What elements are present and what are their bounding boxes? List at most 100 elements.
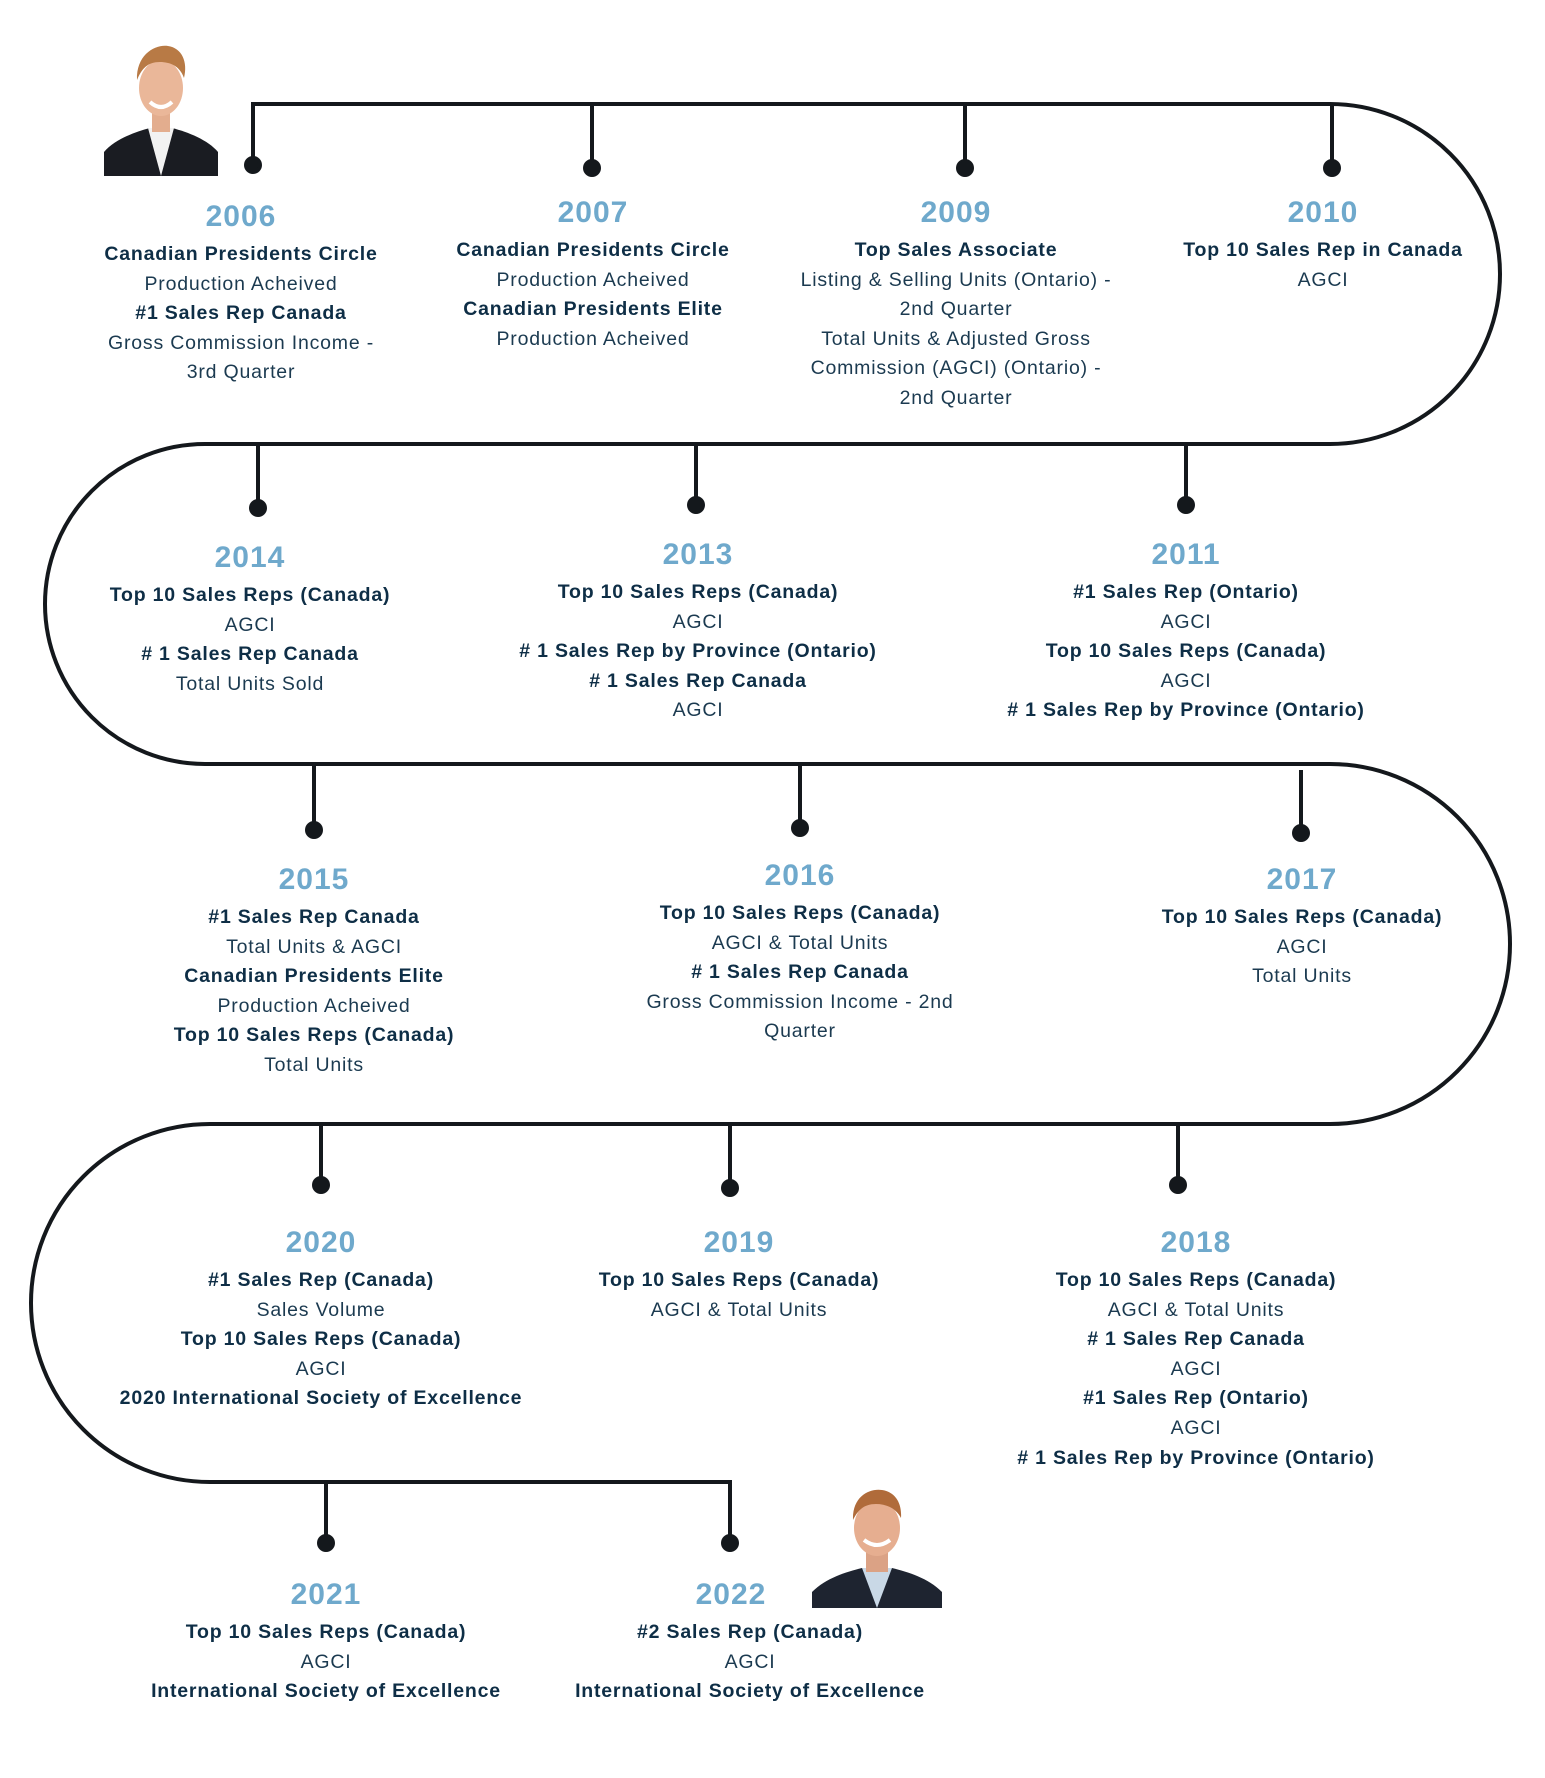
- achievement-line: Top 10 Sales Reps (Canada): [180, 1328, 462, 1351]
- achievement-line: # 1 Sales Rep by Province (Ontario): [519, 640, 877, 663]
- achievement-line: Production Acheived: [496, 327, 690, 350]
- achievement-line: # 1 Sales Rep Canada: [589, 669, 807, 692]
- achievement-line: Top 10 Sales Reps (Canada): [1055, 1269, 1337, 1291]
- achievement-line: Total Units & AGCI: [226, 935, 402, 958]
- achievement-line: Top 10 Sales Reps (Canada): [109, 584, 391, 606]
- achievement-line: Total Units Sold: [175, 672, 325, 695]
- milestone-2020: 2020 #1 Sales Rep (Canada) Sales Volume …: [101, 1226, 541, 1414]
- achievement-line: # 1 Sales Rep Canada: [1087, 1328, 1305, 1351]
- achievement-line: 2020 International Society of Excellence: [119, 1387, 523, 1410]
- agent-photo-recent: [812, 1484, 942, 1608]
- achievement-line: Top 10 Sales Reps (Canada): [557, 581, 839, 603]
- timeline-track: [29, 102, 1512, 1540]
- year-label: 2014: [214, 541, 286, 574]
- achievement-line: 2nd Quarter: [899, 386, 1013, 409]
- achievement-line: #2 Sales Rep (Canada): [637, 1621, 863, 1643]
- year-label: 2010: [1287, 196, 1359, 229]
- year-label: 2017: [1266, 863, 1338, 896]
- achievement-line: #1 Sales Rep (Ontario): [1083, 1387, 1309, 1410]
- achievement-line: AGCI & Total Units: [650, 1298, 828, 1321]
- milestone-2015: 2015 #1 Sales Rep Canada Total Units & A…: [94, 863, 534, 1081]
- agent-photo-young-icon: [104, 40, 218, 176]
- milestone-2019: 2019 Top 10 Sales Reps (Canada) AGCI & T…: [519, 1226, 959, 1325]
- achievement-line: Total Units: [1252, 965, 1352, 988]
- achievement-line: Top 10 Sales Reps (Canada): [1161, 906, 1443, 928]
- milestone-2018: 2018 Top 10 Sales Reps (Canada) AGCI & T…: [976, 1226, 1416, 1473]
- year-label: 2006: [205, 200, 277, 233]
- achievement-line: International Society of Excellence: [151, 1680, 501, 1703]
- agent-photo-young: [104, 40, 218, 176]
- achievement-line: # 1 Sales Rep by Province (Ontario): [1007, 699, 1365, 722]
- achievement-line: AGCI: [1160, 610, 1212, 633]
- achievement-line: 3rd Quarter: [186, 361, 296, 384]
- achievement-line: AGCI: [1170, 1416, 1222, 1439]
- milestone-2007: 2007 Canadian Presidents Circle Producti…: [373, 196, 813, 354]
- achievement-line: 2nd Quarter: [899, 298, 1013, 321]
- achievement-line: Sales Volume: [256, 1298, 386, 1321]
- achievement-line: # 1 Sales Rep by Province (Ontario): [1017, 1446, 1375, 1469]
- achievement-line: Commission (AGCI) (Ontario) -: [810, 357, 1102, 380]
- achievement-line: Canadian Presidents Elite: [184, 965, 444, 988]
- milestone-2021: 2021 Top 10 Sales Reps (Canada) AGCI Int…: [106, 1578, 546, 1707]
- milestone-2016: 2016 Top 10 Sales Reps (Canada) AGCI & T…: [580, 859, 1020, 1047]
- year-label: 2009: [920, 196, 992, 229]
- year-label: 2007: [557, 196, 629, 229]
- achievement-line: AGCI: [224, 613, 276, 636]
- year-label: 2021: [290, 1578, 362, 1611]
- achievement-line: AGCI: [672, 699, 724, 722]
- year-label: 2020: [285, 1226, 357, 1259]
- milestone-2017: 2017 Top 10 Sales Reps (Canada) AGCI Tot…: [1082, 863, 1522, 992]
- year-label: 2011: [1151, 538, 1221, 571]
- achievement-line: Production Acheived: [496, 268, 690, 291]
- milestone-2010: 2010 Top 10 Sales Rep in Canada AGCI: [1103, 196, 1543, 295]
- achievement-line: Top 10 Sales Reps (Canada): [598, 1269, 880, 1291]
- achievement-line: # 1 Sales Rep Canada: [691, 961, 909, 984]
- achievement-line: Gross Commission Income - 2nd: [646, 990, 954, 1013]
- agent-photo-recent-icon: [812, 1484, 942, 1608]
- achievement-line: Listing & Selling Units (Ontario) -: [800, 268, 1112, 291]
- achievement-line: #1 Sales Rep Canada: [135, 302, 347, 325]
- milestone-2014: 2014 Top 10 Sales Reps (Canada) AGCI # 1…: [30, 541, 470, 699]
- timeline-stems: [244, 104, 1341, 1552]
- achievement-line: #1 Sales Rep (Canada): [208, 1269, 434, 1291]
- achievement-line: International Society of Excellence: [575, 1680, 925, 1703]
- achievement-line: Total Units: [264, 1053, 364, 1076]
- achievement-line: Canadian Presidents Circle: [104, 243, 378, 265]
- year-label: 2016: [764, 859, 836, 892]
- achievement-line: AGCI: [1160, 669, 1212, 692]
- achievement-line: AGCI: [1170, 1357, 1222, 1380]
- achievement-line: AGCI & Total Units: [711, 931, 889, 954]
- achievement-line: AGCI: [672, 610, 724, 633]
- milestone-2011: 2011 #1 Sales Rep (Ontario) AGCI Top 10 …: [966, 538, 1406, 726]
- achievement-line: Quarter: [764, 1020, 836, 1043]
- achievement-line: #1 Sales Rep Canada: [208, 906, 420, 928]
- milestone-2009: 2009 Top Sales Associate Listing & Selli…: [736, 196, 1176, 414]
- milestone-2013: 2013 Top 10 Sales Reps (Canada) AGCI # 1…: [478, 538, 918, 726]
- milestone-2022: 2022 #2 Sales Rep (Canada) AGCI Internat…: [530, 1578, 970, 1707]
- achievement-line: Top 10 Sales Reps (Canada): [659, 902, 941, 924]
- achievement-line: Production Acheived: [144, 272, 338, 295]
- achievement-line: AGCI: [1297, 268, 1349, 291]
- milestone-2006: 2006 Canadian Presidents Circle Producti…: [21, 200, 461, 388]
- achievement-line: Canadian Presidents Elite: [463, 298, 723, 321]
- achievement-line: # 1 Sales Rep Canada: [141, 643, 359, 666]
- achievement-line: AGCI: [300, 1650, 352, 1673]
- year-label: 2019: [703, 1226, 775, 1259]
- year-label: 2015: [278, 863, 350, 896]
- achievement-line: Total Units & Adjusted Gross: [821, 327, 1091, 350]
- achievement-line: Top 10 Sales Rep in Canada: [1183, 239, 1463, 261]
- achievement-line: Top 10 Sales Reps (Canada): [185, 1621, 467, 1643]
- achievement-line: Gross Commission Income -: [108, 331, 374, 354]
- achievement-line: Top Sales Associate: [854, 239, 1058, 261]
- achievement-line: AGCI: [724, 1650, 776, 1673]
- achievement-line: Canadian Presidents Circle: [456, 239, 730, 261]
- achievement-line: Production Acheived: [217, 994, 411, 1017]
- achievement-line: AGCI & Total Units: [1107, 1298, 1285, 1321]
- achievement-line: Top 10 Sales Reps (Canada): [1045, 640, 1327, 663]
- achievement-line: #1 Sales Rep (Ontario): [1073, 581, 1299, 603]
- achievement-line: AGCI: [295, 1357, 347, 1380]
- achievement-line: Top 10 Sales Reps (Canada): [173, 1024, 455, 1047]
- year-label: 2013: [662, 538, 734, 571]
- achievement-line: AGCI: [1276, 935, 1328, 958]
